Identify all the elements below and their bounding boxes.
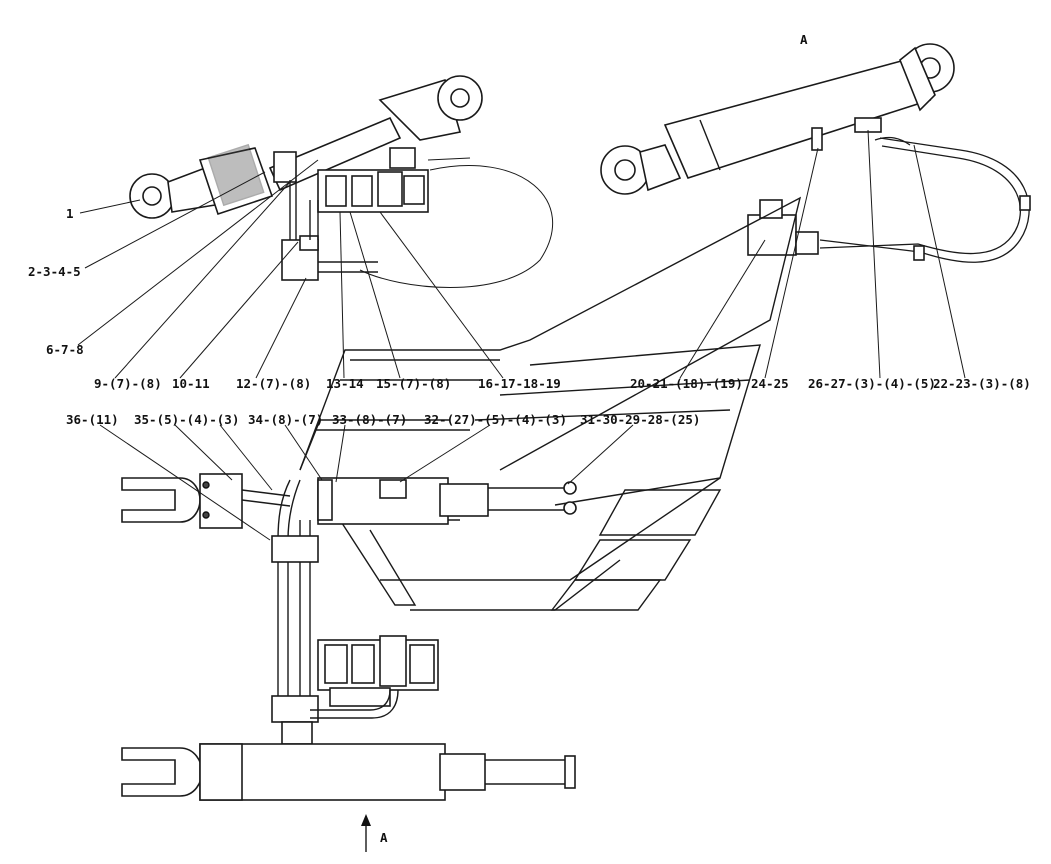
- view-label-top: A: [800, 32, 808, 47]
- part-label: 20-21-(18)-(19): [630, 376, 743, 391]
- top-left-cylinder-assembly: [129, 75, 553, 288]
- middle-cylinder: [317, 477, 577, 525]
- part-label: 33-(8)-(7): [332, 412, 407, 427]
- part-label: 34-(8)-(7): [248, 412, 323, 427]
- bottom-cylinder: [121, 743, 576, 801]
- part-label: 26-27-(3)-(4)-(5): [808, 376, 936, 391]
- part-label: 2-3-4-5: [28, 264, 81, 279]
- part-label: 24-25: [751, 376, 789, 391]
- part-label: 10-11: [172, 376, 210, 391]
- part-label: 35-(5)-(4)-(3): [134, 412, 239, 427]
- part-label: 1: [66, 206, 74, 221]
- lower-valve-block: [310, 635, 439, 719]
- view-arrow: [361, 814, 371, 852]
- part-label: 9-(7)-(8): [94, 376, 162, 391]
- part-label: 16-17-18-19: [478, 376, 561, 391]
- mounting-plates-outline: [299, 196, 802, 611]
- top-right-cylinder-assembly: [600, 43, 1031, 263]
- part-label: 31-30-29-28-(25): [580, 412, 700, 427]
- part-label: 15-(7)-(8): [376, 376, 451, 391]
- left-yoke-assembly: [121, 473, 319, 745]
- part-label: 6-7-8: [46, 342, 84, 357]
- leader-lines: [77, 129, 966, 541]
- part-label: 13-14: [326, 376, 364, 391]
- part-label: 12-(7)-(8): [236, 376, 311, 391]
- part-label: 36-(11): [66, 412, 119, 427]
- view-label-bottom: A: [380, 830, 388, 845]
- part-label: 32-(27)-(5)-(4)-(3): [424, 412, 567, 427]
- part-label: 22-23-(3)-(8): [933, 376, 1031, 391]
